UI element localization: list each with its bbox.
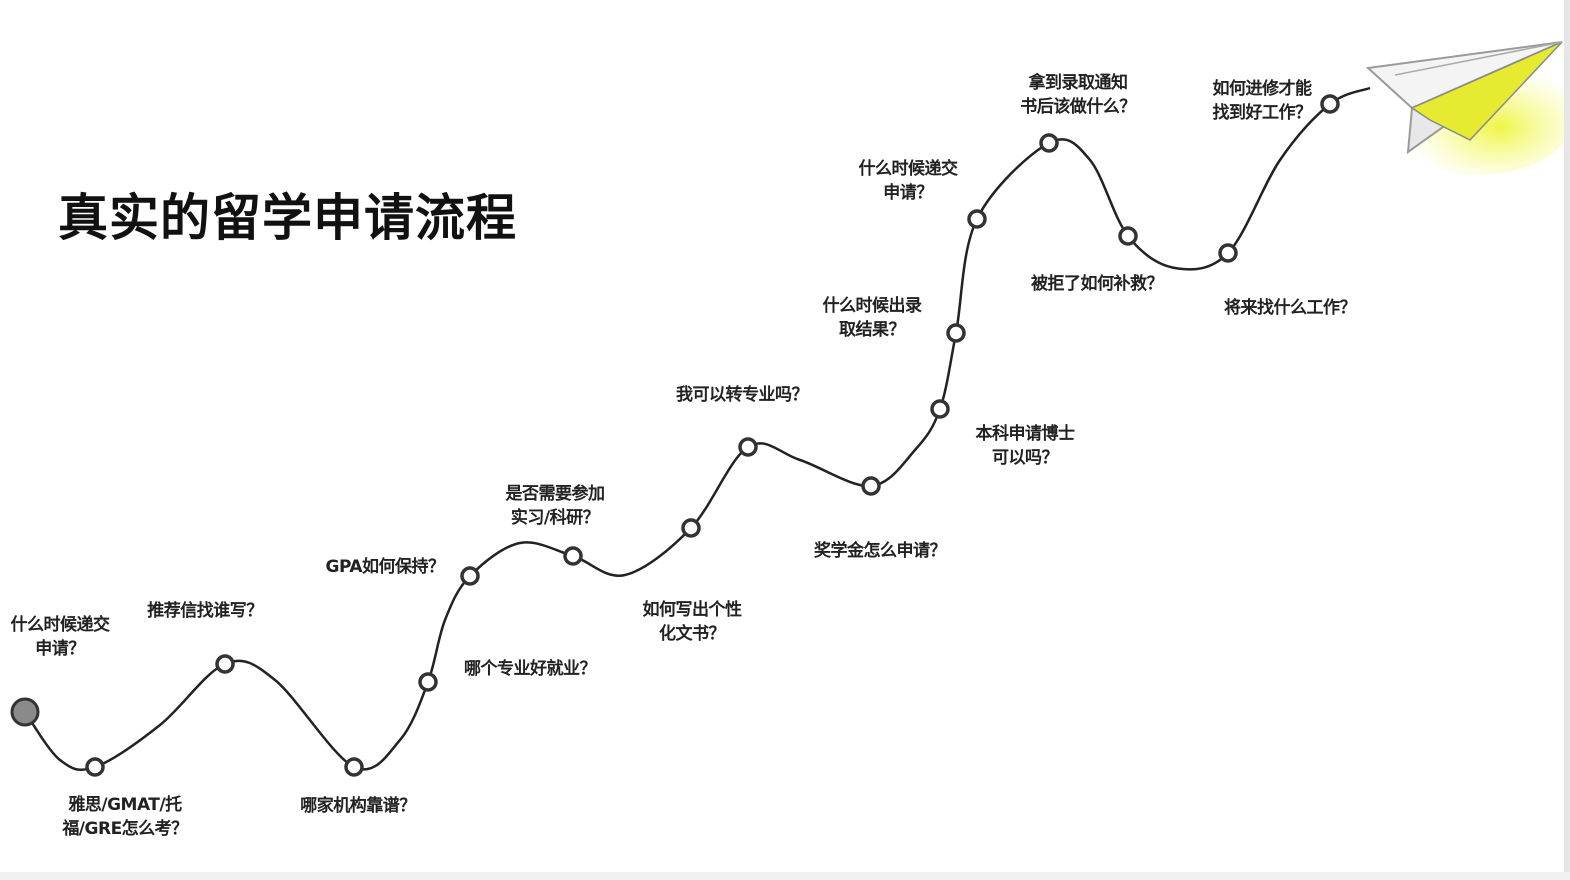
step-label: 我可以转专业吗？ [676,385,809,405]
step-node [1320,94,1340,114]
step-label: 是否需要参加 实习/科研？ [505,484,606,528]
bottom-bar [0,872,1570,880]
step-node [215,654,235,674]
step-node [1039,133,1059,153]
window-edge [1564,0,1570,880]
step-label: 雅思/GMAT/托 福/GRE怎么考？ [62,795,188,839]
step-label: 什么时候出录 取结果？ [822,296,923,340]
step-node [681,518,701,538]
page-title: 真实的留学申请流程 [58,189,517,247]
step-node [418,672,438,692]
step-label: 哪家机构靠谱？ [300,796,416,816]
step-node [344,757,364,777]
step-node [460,566,480,586]
paper-plane-icon [1365,41,1570,175]
start-node [10,697,40,727]
step-label: 本科申请博士 可以吗？ [975,424,1076,468]
step-node [946,323,966,343]
step-label: 推荐信找谁写？ [147,601,263,621]
step-label: 被拒了如何补救？ [1031,274,1164,294]
step-label: 将来找什么工作？ [1224,298,1357,318]
step-label: 如何进修才能 找到好工作？ [1212,79,1313,123]
step-node [1218,243,1238,263]
step-node [738,437,758,457]
step-node [563,546,583,566]
step-label: 奖学金怎么申请？ [814,541,947,561]
step-label: 哪个专业好就业？ [464,659,597,679]
step-node [85,757,105,777]
step-node [1118,226,1138,246]
step-node [930,399,950,419]
step-label: 什么时候递交 申请？ [858,159,959,203]
step-node [861,476,881,496]
step-label: 如何写出个性 化文书？ [642,600,743,644]
step-label: 拿到录取通知 书后该做什么？ [1020,73,1136,117]
step-label: 什么时候递交 申请？ [10,615,111,659]
step-node [967,209,987,229]
step-label: GPA如何保持？ [325,557,445,577]
